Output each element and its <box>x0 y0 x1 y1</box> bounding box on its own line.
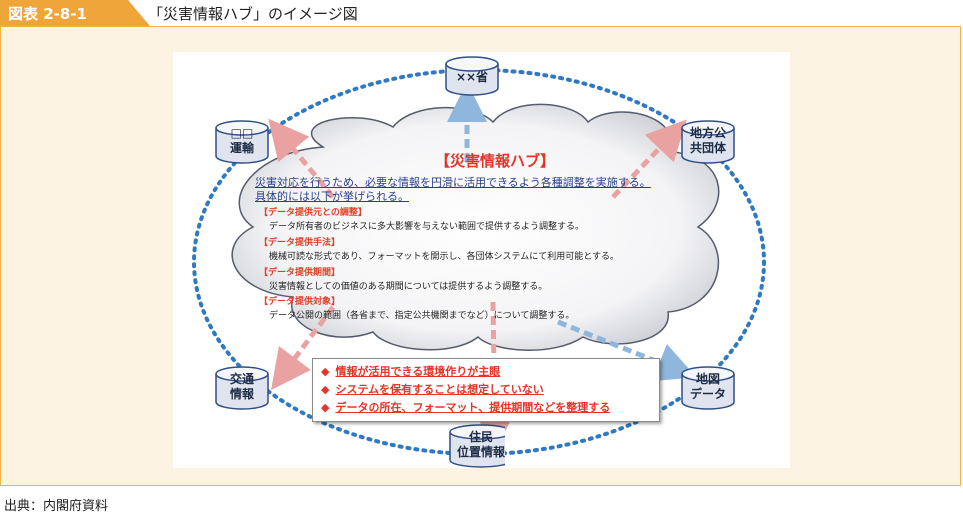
figure-header: 図表 2-8-1 「災害情報ハブ」のイメージ図 <box>0 0 963 26</box>
hub-intro-line2: 具体的には以下が挙げられる。 <box>255 190 409 203</box>
node-map-data: 地図 データ <box>679 366 737 410</box>
hub-diagram: 【災害情報ハブ】 災害対応を行うため、必要な情報を円滑に活用できるよう各種調整を… <box>173 52 790 468</box>
section-body: 災害情報としての価値のある期間については提供するよう調整する。 <box>269 282 548 292</box>
database-icon <box>445 56 499 96</box>
note-item: ◆システムを保有することは想定していない <box>321 383 544 396</box>
node-traffic-info: 交通 情報 <box>213 366 271 410</box>
section-heading: 【データ提供元との調整】 <box>259 208 367 218</box>
node-label: 交通 <box>229 372 254 386</box>
section-body: データ所有者のビジネスに多大影響を与えない範囲で提供するよう調整する。 <box>269 222 585 232</box>
figure-label: 図表 2-8-1 <box>8 5 87 23</box>
database-icon <box>449 424 505 468</box>
arrow-to-lower-right <box>557 319 697 382</box>
arrow-to-upper-right <box>611 119 687 199</box>
node-label: 共団体 <box>689 141 726 155</box>
section-body: データ公開の範囲（各省まで、指定公共機関までなど）について調整する。 <box>269 311 575 321</box>
node-label: 地方公 <box>689 126 726 140</box>
arrow-to-bottom <box>474 301 515 452</box>
diamond-bullet-icon: ◆ <box>321 365 330 378</box>
note-item: ◆情報が活用できる環境作りが主眼 <box>321 365 501 378</box>
node-label: 情報 <box>229 387 254 401</box>
node-transport-company: □□ 運輸 <box>213 120 271 164</box>
hub-intro-line1: 災害対応を行うため、必要な情報を円滑に活用できるよう各種調整を実施する。 <box>255 176 651 189</box>
section-body: 機械可読な形式であり、フォーマットを開示し、各団体システムにて利用可能とする。 <box>269 252 620 262</box>
node-label: 位置情報 <box>456 445 505 459</box>
node-resident-location: 住民 位置情報 <box>447 424 515 468</box>
database-icon <box>681 366 735 410</box>
node-label: 運輸 <box>229 141 254 155</box>
node-label: 地図 <box>695 372 720 386</box>
section-heading: 【データ提供手法】 <box>259 238 341 248</box>
hub-title: 【災害情報ハブ】 <box>434 152 555 170</box>
diamond-bullet-icon: ◆ <box>321 401 330 414</box>
diamond-bullet-icon: ◆ <box>321 383 330 396</box>
database-icon <box>681 120 735 164</box>
note-item: ◆データの所在、フォーマット、提供期間などを整理する <box>321 401 611 414</box>
figure-label-tab <box>0 0 150 26</box>
section-heading: 【データ提供期間】 <box>259 268 341 278</box>
section-heading: 【データ提供対象】 <box>259 297 341 307</box>
node-label: □□ <box>230 126 254 140</box>
notes-box: ◆情報が活用できる環境作りが主眼 ◆システムを保有することは想定していない ◆デ… <box>312 358 660 422</box>
node-local-government: 地方公 共団体 <box>679 120 737 164</box>
node-label: データ <box>689 387 726 401</box>
database-icon <box>215 366 269 410</box>
node-ministry: ××省 <box>443 54 501 98</box>
database-icon <box>215 120 269 164</box>
figure-title: 「災害情報ハブ」のイメージ図 <box>148 5 358 23</box>
node-label: ××省 <box>455 70 489 84</box>
node-label: 住民 <box>468 430 493 444</box>
source-credit: 出典：内閣府資料 <box>4 499 109 514</box>
hub-cloud <box>231 103 720 351</box>
